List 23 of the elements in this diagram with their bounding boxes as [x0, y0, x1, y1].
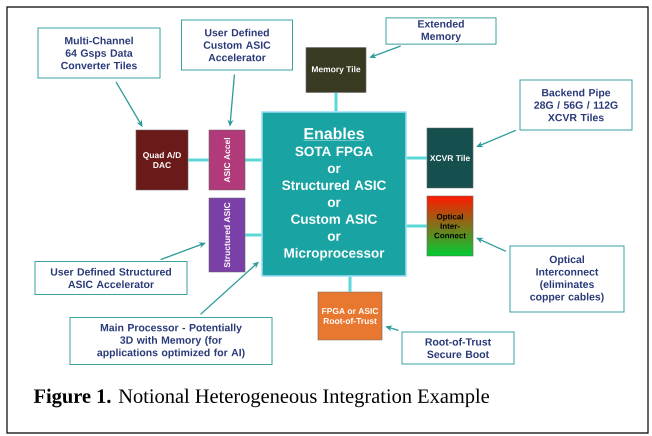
connector-line	[406, 156, 427, 160]
callout-box: Main Processor - Potentially 3D with Memory (for applications optimized for AI)	[70, 317, 272, 365]
figure-caption: Figure 1. Notional Heterogeneous Integration Example	[34, 388, 490, 408]
callout-box: Multi-Channel 64 Gsps Data Converter Tiles	[38, 28, 160, 78]
chip-tile: Quad A/D DAC	[136, 130, 188, 190]
connector-line	[406, 224, 427, 228]
callout-box: Optical Interconnect (eliminates copper cables)	[510, 246, 624, 312]
connector-line	[188, 158, 209, 162]
connector-line	[348, 276, 352, 292]
chip-tile: FPGA or ASIC Root-of-Trust	[318, 292, 382, 340]
chip-tile: ASIC Accel	[208, 130, 246, 190]
connector-line	[334, 92, 338, 112]
processor-block: Enables SOTA FPGA or Structured ASIC or Custom ASIC or Microprocessor	[261, 111, 407, 277]
callout-box: User Defined Structured ASIC Accelerator	[34, 261, 188, 295]
callout-box: Root-of-Trust Secure Boot	[402, 332, 514, 364]
connector-line	[245, 158, 262, 162]
chip-tile: Memory Tile	[306, 47, 366, 93]
callout-box: Backend Pipe 28G / 56G / 112G XCVR Tiles	[520, 80, 632, 130]
connector-line	[245, 234, 262, 236]
chip-tile: Structured ASIC	[208, 198, 246, 272]
callout-box: User Defined Custom ASIC Accelerator	[181, 20, 293, 70]
chip-tile: XCVR Tile	[426, 128, 474, 188]
callout-box: Extended Memory	[386, 17, 496, 45]
